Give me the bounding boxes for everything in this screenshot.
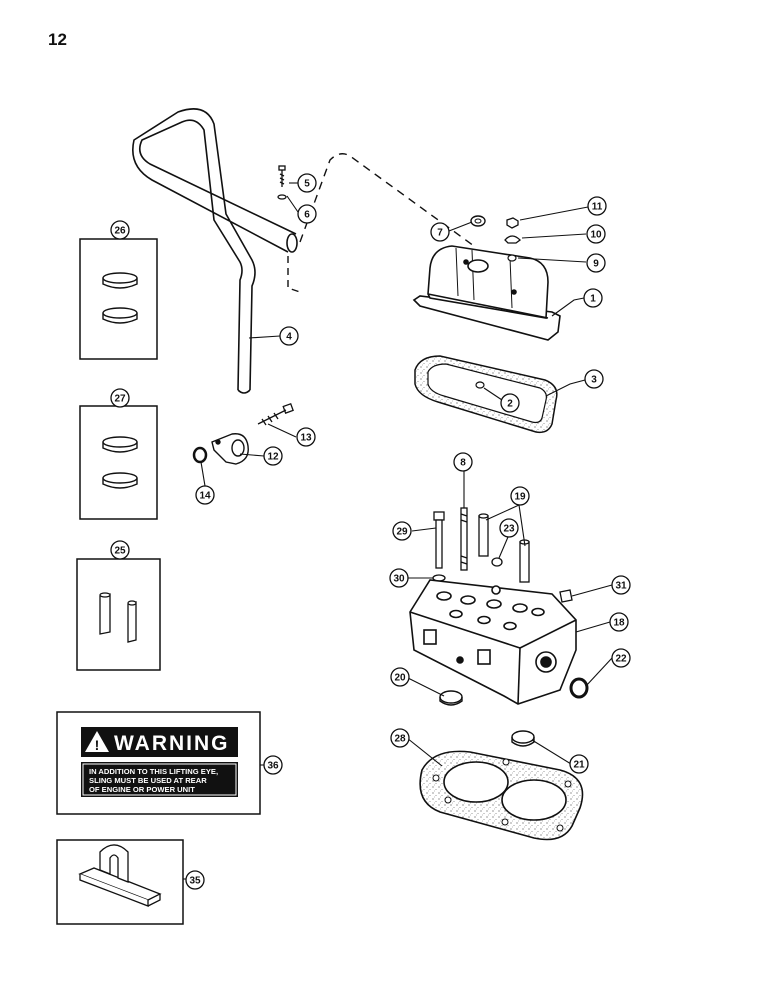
svg-text:30: 30	[393, 574, 405, 585]
callout-10: 10	[586, 224, 606, 244]
svg-text:12: 12	[267, 452, 279, 463]
valve-guide-19a	[478, 513, 489, 557]
svg-text:27: 27	[114, 394, 126, 405]
svg-text:36: 36	[267, 761, 279, 772]
valve-seat-21	[511, 730, 535, 744]
tube-connection-line	[299, 153, 475, 247]
callout-7: 7	[430, 222, 450, 242]
svg-text:21: 21	[573, 760, 585, 771]
callout-23: 23	[499, 518, 519, 538]
tube-clamp	[211, 433, 249, 465]
svg-text:20: 20	[394, 673, 406, 684]
svg-text:11: 11	[592, 202, 603, 213]
callout-4: 4	[279, 326, 299, 346]
valve-cover	[412, 245, 561, 341]
kit-box-25	[76, 558, 161, 671]
kit-box-27	[79, 405, 158, 520]
warning-line-2: SLING MUST BE USED AT REAR	[89, 776, 207, 785]
svg-text:8: 8	[460, 458, 466, 469]
callout-12: 12	[263, 446, 283, 466]
lifting-eye-box	[56, 839, 184, 925]
svg-text:13: 13	[300, 433, 312, 444]
warning-line-3: OF ENGINE OR POWER UNIT	[89, 785, 195, 794]
svg-text:26: 26	[114, 226, 126, 237]
head-gasket	[419, 750, 584, 841]
svg-text:18: 18	[613, 618, 625, 629]
svg-text:10: 10	[590, 230, 602, 241]
cover-gasket	[414, 355, 558, 434]
warning-line-1: IN ADDITION TO THIS LIFTING EYE,	[89, 767, 218, 776]
svg-text:6: 6	[304, 210, 310, 221]
callout-31: 31	[611, 575, 631, 595]
callout-20: 20	[390, 667, 410, 687]
callout-35: 35	[185, 870, 205, 890]
clamp-bolt	[257, 402, 294, 426]
svg-text:23: 23	[503, 524, 515, 535]
svg-text:!: !	[95, 737, 100, 753]
svg-text:25: 25	[114, 546, 126, 557]
plug-31	[559, 589, 573, 603]
svg-text:1: 1	[590, 294, 596, 305]
nut-11	[506, 217, 519, 229]
callout-25: 25	[110, 540, 130, 560]
svg-text:22: 22	[615, 654, 627, 665]
callout-5: 5	[297, 173, 317, 193]
svg-text:31: 31	[615, 581, 627, 592]
callout-8: 8	[453, 452, 473, 472]
callout-6: 6	[297, 204, 317, 224]
callout-22: 22	[611, 648, 631, 668]
callout-27: 27	[110, 388, 130, 408]
warning-heading: WARNING	[114, 732, 230, 755]
valve-guide-19b	[519, 539, 530, 583]
callout-11: 11	[587, 196, 607, 216]
svg-text:14: 14	[199, 491, 211, 502]
kit-box-26	[79, 238, 158, 360]
callout-3: 3	[584, 369, 604, 389]
svg-text:35: 35	[189, 876, 201, 887]
stud-8	[460, 507, 468, 571]
valve-seat-20	[439, 690, 463, 704]
svg-text:29: 29	[396, 527, 408, 538]
head-bolt-29	[433, 511, 445, 569]
page-number: 12	[48, 30, 67, 49]
svg-text:3: 3	[591, 375, 597, 386]
svg-text:28: 28	[394, 734, 406, 745]
callout-21: 21	[569, 754, 589, 774]
clamp-washer	[192, 446, 208, 464]
warning-decal-box: ! WARNING IN ADDITION TO THIS LIFTING EY…	[56, 711, 261, 815]
callout-19: 19	[510, 486, 530, 506]
callout-36: 36	[263, 755, 283, 775]
seal-ring-22	[569, 677, 589, 699]
seal-9	[507, 254, 517, 262]
svg-text:2: 2	[507, 399, 513, 410]
callout-28: 28	[390, 728, 410, 748]
callout-30: 30	[389, 568, 409, 588]
callout-9: 9	[586, 253, 606, 273]
leader-lines	[183, 182, 613, 880]
grommet-10	[504, 235, 521, 244]
callout-1: 1	[583, 288, 603, 308]
callout-2: 2	[500, 393, 520, 413]
tube-bolt	[277, 165, 287, 200]
svg-text:5: 5	[304, 179, 310, 190]
svg-text:7: 7	[437, 228, 443, 239]
breather-tube	[132, 108, 298, 394]
callout-13: 13	[296, 427, 316, 447]
cover-nut-2	[475, 381, 485, 389]
callout-14: 14	[195, 485, 215, 505]
svg-text:9: 9	[593, 259, 599, 270]
callout-26: 26	[110, 220, 130, 240]
plug-23	[491, 557, 503, 567]
cylinder-head	[409, 579, 577, 705]
callout-18: 18	[609, 612, 629, 632]
callout-29: 29	[392, 521, 412, 541]
svg-text:19: 19	[514, 492, 526, 503]
svg-text:4: 4	[286, 332, 292, 343]
